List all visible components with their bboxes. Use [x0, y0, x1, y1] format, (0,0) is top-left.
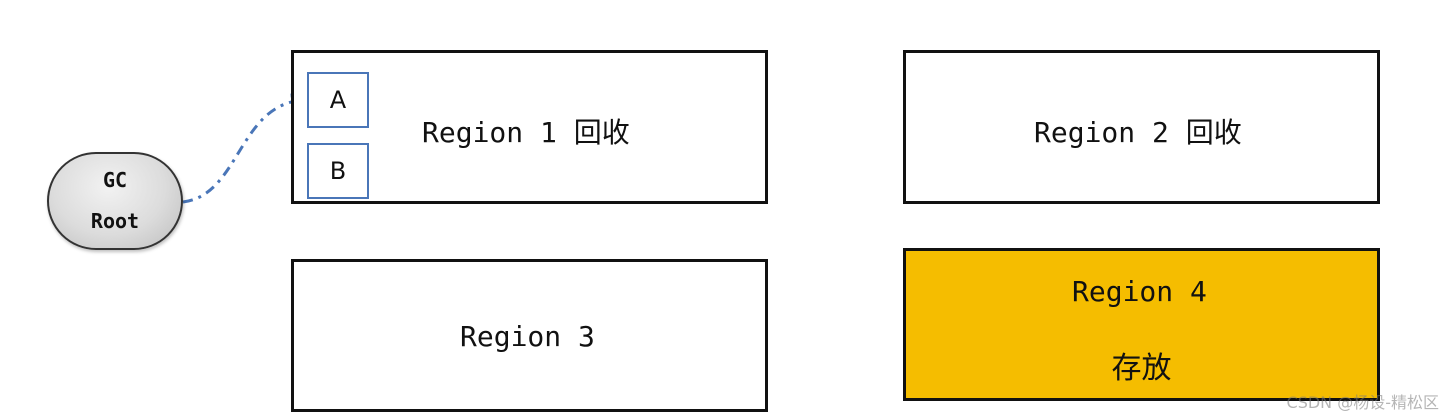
region-2-label: Region 2 回收: [1034, 116, 1242, 149]
gc-root-label-line1: GC: [102, 168, 128, 192]
object-a-label: A: [329, 86, 347, 114]
gc-root-to-a-arrow: [182, 93, 306, 204]
region-3-box: Region 3: [291, 259, 768, 412]
watermark: CSDN @杨设-精松区: [1286, 393, 1439, 412]
region-2-box: Region 2 回收: [903, 50, 1380, 204]
region-3-label: Region 3: [460, 320, 595, 353]
object-b-box: B: [307, 143, 369, 199]
region-4-label: Region 4: [1072, 275, 1207, 308]
region-4-sublabel: 存放: [1111, 351, 1172, 386]
object-a-box: A: [307, 72, 369, 128]
object-b-label: B: [329, 157, 347, 185]
region-1-box: Region 1 回收: [291, 50, 768, 204]
region-4-box: Region 4 存放: [903, 248, 1380, 401]
gc-root-node: GC Root: [47, 152, 183, 250]
region-1-label: Region 1 回收: [422, 116, 630, 149]
gc-root-label-line2: Root: [90, 209, 140, 233]
